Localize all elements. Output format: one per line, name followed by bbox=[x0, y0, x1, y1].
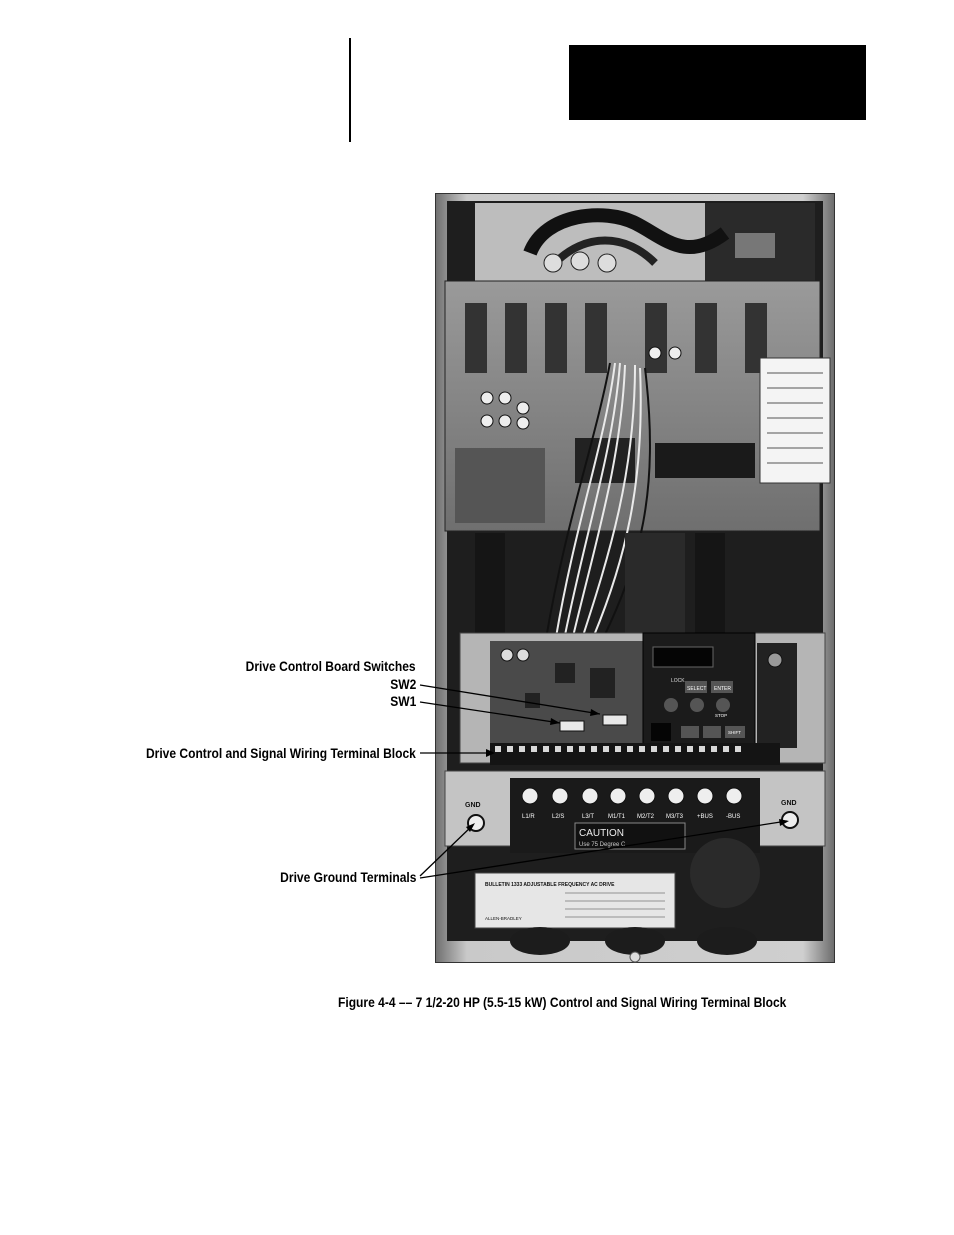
callout-sw2: SW2 bbox=[389, 676, 416, 692]
figure-caption: Figure 4-4 –– 7 1/2-20 HP (5.5-15 kW) Co… bbox=[338, 994, 787, 1010]
terminal-label-l1: L1/R bbox=[522, 814, 535, 820]
keypad-select-label: SELECT bbox=[687, 686, 706, 692]
terminal-label-m2: M2/T2 bbox=[637, 814, 655, 820]
ground-terminal-right bbox=[781, 811, 799, 829]
terminal-label-m3: M3/T3 bbox=[666, 814, 684, 820]
gnd-label-right: GND bbox=[781, 800, 797, 807]
header-divider-rule bbox=[349, 38, 351, 142]
drive-interior-photo: LOCK SELECT ENTER STOP SHIFT L1/R L2/S L… bbox=[435, 193, 835, 963]
terminal-label-l2: L2/S bbox=[552, 814, 564, 820]
keypad-stop-label: STOP bbox=[715, 713, 727, 718]
callout-terminal-block: Drive Control and Signal Wiring Terminal… bbox=[146, 745, 416, 761]
keypad-enter-label: ENTER bbox=[714, 686, 731, 692]
gnd-label-left: GND bbox=[465, 802, 481, 809]
ground-terminal-left bbox=[467, 814, 485, 832]
nameplate-brand: ALLEN-BRADLEY bbox=[485, 916, 522, 921]
caution-title: CAUTION bbox=[579, 828, 624, 839]
terminal-label-plus-bus: +BUS bbox=[697, 814, 713, 820]
terminal-label-l3: L3/T bbox=[582, 814, 594, 820]
caution-text: Use 75 Degree C bbox=[579, 842, 626, 848]
callout-drive-control-board-switches: Drive Control Board Switches bbox=[246, 658, 416, 674]
keypad-lock-label: LOCK bbox=[671, 678, 685, 684]
terminal-label-m1: M1/T1 bbox=[608, 814, 626, 820]
callout-sw1: SW1 bbox=[389, 693, 416, 709]
keypad-shift-label: SHIFT bbox=[728, 730, 741, 735]
nameplate-title: BULLETIN 1333 ADJUSTABLE FREQUENCY AC DR… bbox=[485, 882, 615, 888]
callout-ground-terminals: Drive Ground Terminals bbox=[279, 869, 416, 885]
terminal-label-minus-bus: -BUS bbox=[726, 814, 740, 820]
chapter-tab-block bbox=[569, 45, 866, 120]
